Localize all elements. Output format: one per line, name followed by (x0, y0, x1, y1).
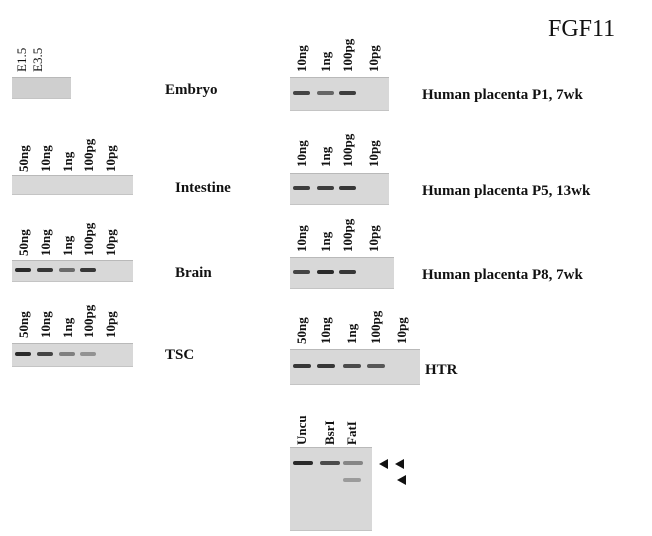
lane-label: 10ng (318, 317, 333, 344)
lane-label: 50ng (294, 317, 309, 344)
gel-band (339, 91, 356, 95)
lane-label: 100pg (81, 138, 96, 172)
lane-label: 10ng (38, 229, 53, 256)
gel-band (343, 478, 361, 482)
band-arrow-icon (395, 459, 404, 469)
tissue-label-p8: Human placenta P8, 7wk (422, 267, 583, 283)
lane-label: 10ng (38, 311, 53, 338)
lane-label: 100pg (340, 133, 355, 167)
gel-band (37, 352, 53, 356)
gel-band (293, 364, 311, 368)
gel-band (15, 352, 31, 356)
lane-label: 10pg (103, 145, 118, 172)
lane-label: 100pg (368, 310, 383, 344)
tissue-label-p1: Human placenta P1, 7wk (422, 87, 583, 103)
lane-label: 1ng (344, 323, 359, 344)
gel-band (317, 270, 334, 274)
lane-label: 50ng (16, 229, 31, 256)
gel-strip-digest (290, 447, 372, 531)
lane-label: BsrI (322, 420, 337, 445)
lane-label: 100pg (340, 38, 355, 72)
lane-label: E1.5 (14, 47, 29, 72)
gel-band (37, 268, 53, 272)
lane-label: 10pg (103, 229, 118, 256)
lane-label: 50ng (16, 145, 31, 172)
gel-band (15, 268, 31, 272)
lane-label: 1ng (60, 151, 75, 172)
lane-label: 100pg (81, 222, 96, 256)
gel-band (293, 91, 310, 95)
tissue-label-embryo: Embryo (165, 82, 218, 98)
gel-band (339, 186, 356, 190)
gel-band (339, 270, 356, 274)
band-arrow-icon (379, 459, 388, 469)
gel-band (317, 364, 335, 368)
lane-label: 100pg (81, 304, 96, 338)
lane-label: 1ng (318, 51, 333, 72)
lane-label: 10ng (294, 225, 309, 252)
lane-label: 100pg (340, 218, 355, 252)
gel-band (320, 461, 340, 465)
lane-label: FatI (344, 421, 359, 445)
tissue-label-intestine: Intestine (175, 180, 231, 196)
tissue-label-tsc: TSC (165, 347, 195, 363)
gel-band (367, 364, 385, 368)
lane-label: 10ng (294, 140, 309, 167)
gel-band (317, 186, 334, 190)
band-arrow-icon (397, 475, 406, 485)
lane-label: 10pg (394, 317, 409, 344)
gel-band (317, 91, 334, 95)
gel-band (59, 268, 75, 272)
lane-label: 1ng (60, 235, 75, 256)
lane-label: Uncu (294, 415, 309, 445)
lane-label: 10ng (294, 45, 309, 72)
lane-label: 10ng (38, 145, 53, 172)
gel-band (343, 364, 361, 368)
gel-band (343, 461, 363, 465)
tissue-label-htr: HTR (425, 362, 458, 378)
gel-band (293, 186, 310, 190)
lane-label: 1ng (318, 146, 333, 167)
gel-band (293, 270, 310, 274)
lane-label: 1ng (60, 317, 75, 338)
gel-strip-intestine (12, 175, 133, 195)
gel-strip-htr (290, 349, 420, 385)
gel-band (293, 461, 313, 465)
lane-label: 1ng (318, 231, 333, 252)
lane-label: 10pg (103, 311, 118, 338)
lane-label: 50ng (16, 311, 31, 338)
gel-band (80, 352, 96, 356)
lane-label: 10pg (366, 225, 381, 252)
figure-title: FGF11 (548, 16, 616, 42)
tissue-label-brain: Brain (175, 265, 212, 281)
tissue-label-p5: Human placenta P5, 13wk (422, 183, 591, 199)
gel-strip-embryo (12, 77, 71, 99)
gel-band (59, 352, 75, 356)
gel-band (80, 268, 96, 272)
lane-label: 10pg (366, 140, 381, 167)
lane-label: E3.5 (30, 47, 45, 72)
lane-label: 10pg (366, 45, 381, 72)
